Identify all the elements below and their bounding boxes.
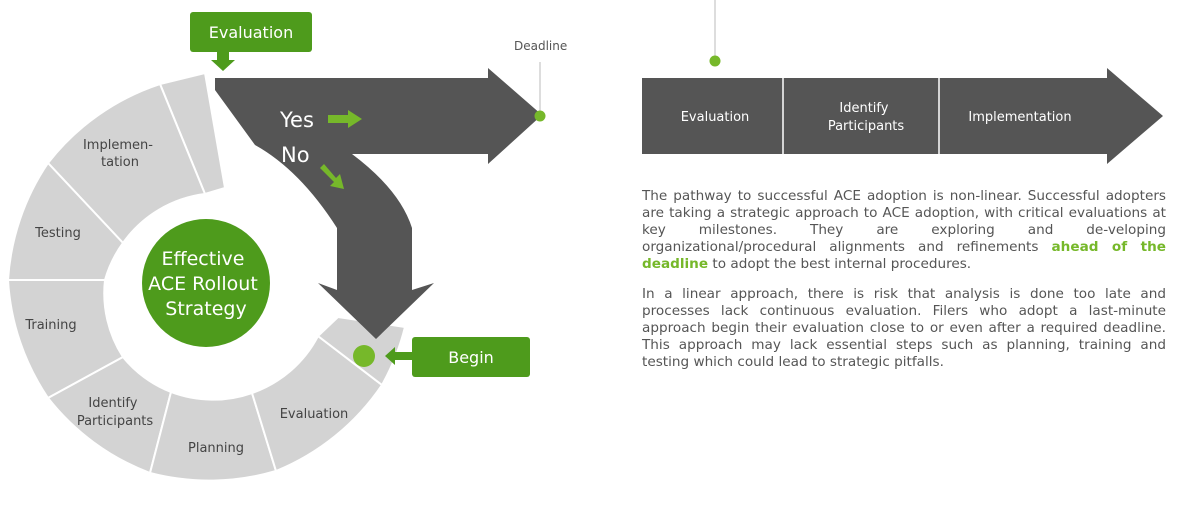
yes-arrow-icon bbox=[328, 110, 362, 128]
linear-marker-dot bbox=[709, 55, 721, 67]
segment-label-evaluation: Evaluation bbox=[280, 407, 349, 422]
no-label: No bbox=[281, 143, 310, 167]
linear-step-evaluation: Evaluation bbox=[681, 110, 750, 125]
deadline-dot bbox=[534, 110, 546, 122]
segment-label-training: Training bbox=[24, 318, 76, 333]
deadline-label: Deadline bbox=[514, 39, 567, 53]
segment-testing bbox=[6, 161, 125, 281]
strategy-arrow bbox=[215, 68, 542, 339]
paragraph-nonlinear: The pathway to successful ACE adoption i… bbox=[642, 188, 1166, 272]
linear-step-identify: Identify Participants bbox=[828, 101, 905, 134]
segment-label-testing: Testing bbox=[34, 226, 81, 241]
segment-label-implementation: Implemen- tation bbox=[83, 138, 157, 170]
segment-implementation bbox=[46, 82, 207, 245]
description-text: The pathway to successful ACE adoption i… bbox=[642, 188, 1166, 384]
center-label: Effective ACE Rollout Strategy bbox=[148, 248, 264, 320]
begin-callout bbox=[412, 337, 530, 377]
top-evaluation-label: Evaluation bbox=[209, 23, 293, 42]
top-evaluation-callout bbox=[190, 12, 312, 52]
left-arrow-icon bbox=[385, 347, 412, 365]
segment-label-planning: Planning bbox=[188, 441, 244, 456]
center-circle bbox=[142, 219, 270, 347]
yes-label: Yes bbox=[279, 108, 314, 132]
begin-label: Begin bbox=[448, 348, 494, 367]
no-arrow-icon bbox=[320, 164, 344, 189]
down-arrow-icon bbox=[211, 52, 235, 71]
deadline-highlight: ahead of the deadline bbox=[642, 239, 1166, 272]
cycle-ring bbox=[6, 71, 407, 482]
segment-label-identify: Identify Participants bbox=[77, 396, 154, 429]
begin-dot bbox=[353, 345, 375, 367]
paragraph-linear: In a linear approach, there is risk that… bbox=[642, 286, 1166, 370]
linear-arrow bbox=[642, 68, 1163, 164]
linear-step-implementation: Implementation bbox=[968, 110, 1071, 125]
